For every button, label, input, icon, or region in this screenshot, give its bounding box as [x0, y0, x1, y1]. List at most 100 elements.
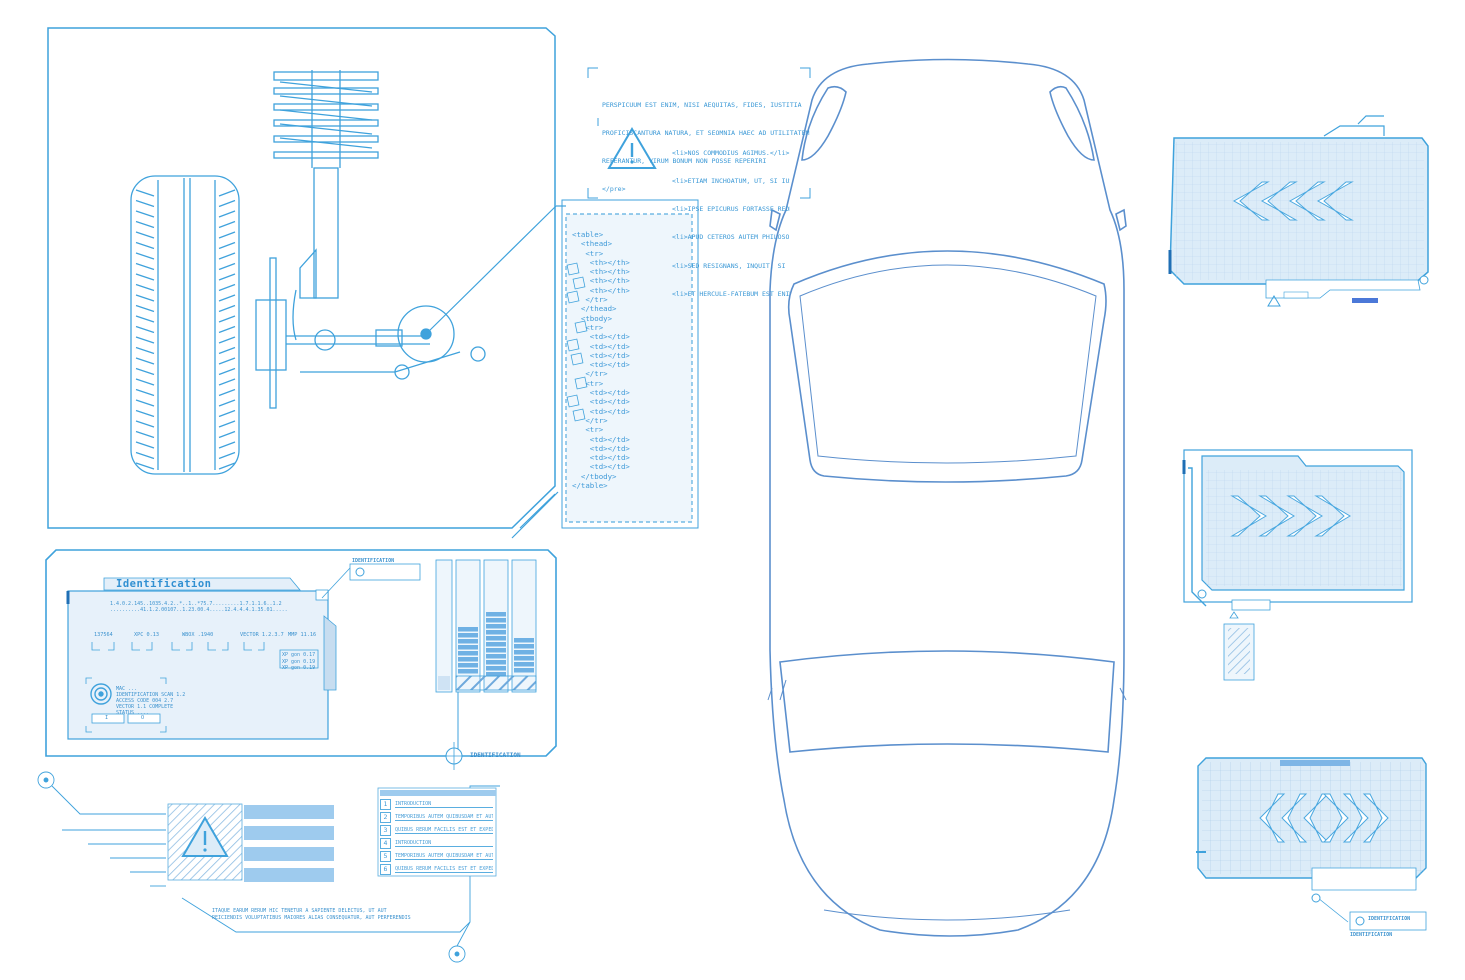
code-line: <td></td>	[572, 388, 630, 398]
equalizer-bar-segment	[458, 633, 478, 638]
list-item-number: 6	[380, 864, 391, 875]
code-line: <th></th>	[572, 276, 630, 286]
warning-text-line: </pre>	[602, 185, 626, 194]
tread-mark	[218, 294, 236, 302]
equalizer-bar-segment	[486, 648, 506, 653]
hud-panel-left-chevrons	[1168, 115, 1429, 307]
chevron-left-icon	[1232, 181, 1270, 221]
hud-panel-double-chevrons	[1196, 757, 1427, 931]
tread-mark	[218, 357, 236, 365]
tread-mark	[135, 451, 155, 460]
code-line: <tbody>	[572, 313, 613, 323]
tread-mark	[218, 315, 236, 323]
warning-caption: ITAQUE EARUM RERUM HIC TENETUR A SAPIENT…	[212, 908, 411, 922]
tread-mark	[218, 189, 236, 197]
chevron-right-icon	[1230, 495, 1267, 537]
tread-mark	[135, 294, 155, 302]
identification-field: 137564	[94, 632, 113, 638]
warning-list-item: <li>ET HERCULE-FATEBUM EST ENIM, QU	[672, 289, 790, 298]
identification-frame	[45, 549, 557, 770]
chevron-left-icon	[1303, 793, 1330, 843]
equalizer-bar-segment	[458, 645, 478, 650]
code-line: <table>	[572, 230, 604, 239]
toggle-button-o[interactable]: O	[141, 715, 145, 721]
tread-mark	[218, 409, 236, 418]
identification-data-row: 1.4.0.2.145..1035.4.2..*..1..*75.7......…	[110, 601, 282, 607]
warning-text-line: PROFICISCANTURA NATURA, ET SEOMNIA HAEC …	[602, 129, 810, 138]
code-line: </table>	[572, 481, 608, 491]
warning-panel	[37, 771, 500, 963]
code-square	[566, 338, 580, 352]
tread-mark	[135, 441, 155, 449]
chevron-right-icon	[1286, 495, 1323, 537]
identification-bottom-label: IDENTIFICATION	[470, 752, 521, 759]
tread-mark	[135, 420, 155, 428]
chevron-right-icon	[1258, 495, 1295, 537]
list-item-number: 1	[380, 799, 391, 810]
warning-icon	[607, 127, 657, 169]
equalizer-bar-segment	[486, 654, 506, 659]
chevron-right-icon	[1362, 793, 1389, 843]
tread-mark	[135, 304, 155, 313]
tread-mark	[218, 241, 236, 250]
equalizer-bar-segment	[486, 672, 506, 677]
shock-absorber-illustration	[255, 70, 486, 409]
code-line: <tr>	[572, 425, 604, 435]
tire-illustration	[130, 175, 240, 475]
tread-mark	[218, 420, 236, 428]
equalizer-bar-segment	[514, 650, 534, 655]
tread-mark	[218, 336, 236, 344]
tread-mark	[218, 388, 236, 397]
code-line: <td></td>	[572, 453, 630, 463]
right-bottom-label: IDENTIFICATION	[1350, 932, 1393, 938]
tread-mark	[135, 220, 155, 229]
tread-mark	[218, 199, 236, 208]
tread-mark	[218, 231, 236, 239]
tread-mark	[135, 189, 155, 197]
tread-mark	[218, 273, 236, 281]
tread-mark	[135, 283, 155, 292]
hud-panel-right-chevrons	[1182, 449, 1413, 681]
chevron-right-icon	[1322, 793, 1349, 843]
equalizer-bar-segment	[458, 663, 478, 668]
tread-mark	[135, 357, 155, 365]
tread-mark	[135, 262, 155, 271]
equalizer-bar-segment	[514, 644, 534, 649]
warning-text-line: PERSPICUUM EST ENIM, NISI AEQUITAS, FIDE…	[602, 100, 802, 109]
identification-field: WBOX .1940	[182, 632, 214, 638]
list-item-number: 2	[380, 812, 391, 823]
tread-mark	[135, 367, 155, 376]
code-square	[566, 394, 580, 408]
toggle-button-i[interactable]: I	[105, 715, 109, 721]
equalizer-bar-segment	[486, 624, 506, 629]
equalizer-bar-segment	[458, 657, 478, 662]
code-line: <td></td>	[572, 350, 630, 360]
tread-mark	[218, 304, 236, 313]
tread-mark	[135, 409, 155, 418]
tread-mark	[218, 462, 236, 470]
code-square	[572, 276, 586, 290]
tread-mark	[218, 346, 236, 355]
code-square	[570, 352, 584, 366]
list-item-text: QUIBUS RERUM FACILIS EST ET EXPEDITA DIS…	[395, 866, 493, 873]
code-square	[572, 408, 586, 422]
equalizer-bar-segment	[486, 636, 506, 641]
tread-mark	[218, 430, 236, 439]
code-line: </tr>	[572, 295, 608, 305]
equalizer-bar-segment	[458, 651, 478, 656]
code-line: <tr>	[572, 322, 604, 332]
tread-mark	[218, 451, 236, 460]
tread-mark	[218, 283, 236, 292]
tread-mark	[135, 388, 155, 397]
equalizer-bar-segment	[514, 638, 534, 643]
chevron-right-icon	[1342, 793, 1369, 843]
code-line: </tr>	[572, 415, 608, 425]
identification-tag: IDENTIFICATION	[352, 558, 395, 564]
code-line: </thead>	[572, 304, 617, 314]
identification-field: XPC 0.13	[134, 632, 159, 638]
code-line: <th></th>	[572, 257, 630, 267]
chevron-left-icon	[1260, 181, 1298, 221]
